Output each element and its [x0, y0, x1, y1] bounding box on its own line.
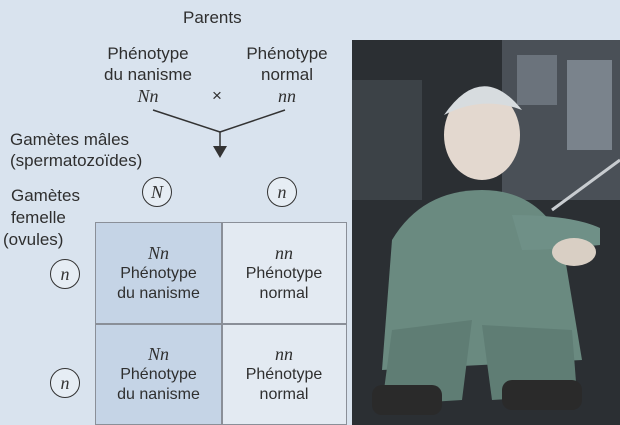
punnett-cell-2-phenotype-line1: Phénotype	[246, 264, 323, 284]
surgeon-photo	[352, 40, 620, 425]
punnett-cell-1-phenotype-line1: Phénotype	[120, 264, 197, 284]
punnett-cell-4-genotype: nn	[275, 343, 293, 365]
female-gametes-label-line1: Gamètes	[11, 186, 80, 206]
punnett-cell-2-genotype: nn	[275, 242, 293, 264]
punnett-cell-1-genotype: Nn	[148, 242, 169, 264]
punnett-cell-4-phenotype-line2: normal	[260, 385, 309, 405]
punnett-cell-3: Nn Phénotype du nanisme	[96, 324, 221, 424]
punnett-cell-4: nn Phénotype normal	[222, 324, 346, 424]
punnett-cell-2-phenotype-line2: normal	[260, 284, 309, 304]
punnett-cell-3-phenotype-line1: Phénotype	[120, 365, 197, 385]
female-gametes-label-line3: (ovules)	[3, 230, 63, 250]
female-gamete-n-2: n	[50, 368, 80, 398]
punnett-cell-3-phenotype-line2: du nanisme	[117, 385, 200, 405]
male-gametes-label-line1: Gamètes mâles	[10, 130, 129, 150]
punnett-cell-1-phenotype-line2: du nanisme	[117, 284, 200, 304]
female-gametes-label-line2: femelle	[11, 208, 66, 228]
female-gamete-n-1: n	[50, 259, 80, 289]
male-gametes-label-line2: (spermatozoïdes)	[10, 151, 142, 171]
punnett-cell-1: Nn Phénotype du nanisme	[96, 223, 221, 323]
punnett-cell-4-phenotype-line1: Phénotype	[246, 365, 323, 385]
punnett-divider-horizontal	[96, 323, 346, 325]
punnett-square: Nn Phénotype du nanisme nn Phénotype nor…	[95, 222, 347, 425]
punnett-cell-2: nn Phénotype normal	[222, 223, 346, 323]
male-gamete-N: N	[142, 177, 172, 207]
male-gamete-n: n	[267, 177, 297, 207]
punnett-cell-3-genotype: Nn	[148, 343, 169, 365]
